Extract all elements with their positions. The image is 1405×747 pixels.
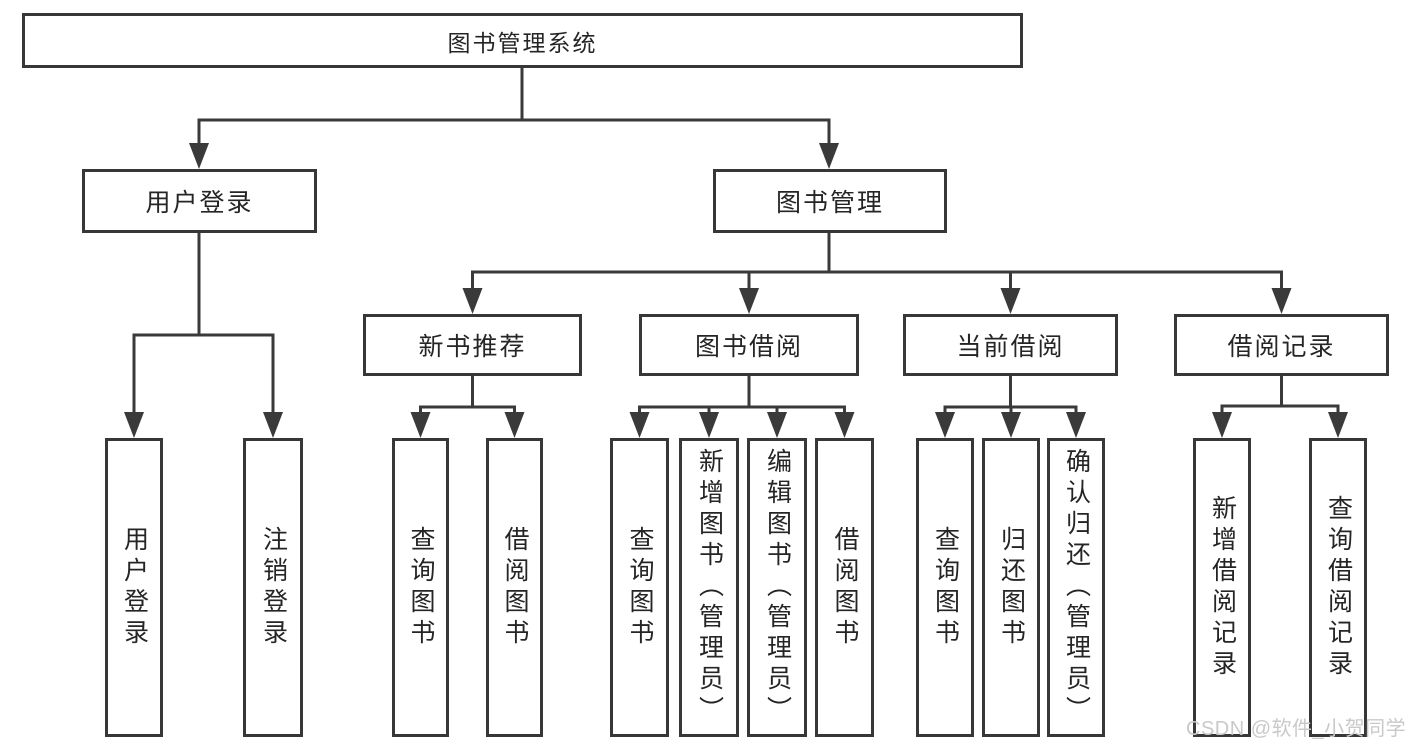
connector-current-to-leaves (943, 376, 1078, 415)
node-new-book-recommend: 新书推荐 (363, 314, 582, 376)
node-current-borrowing: 当前借阅 (903, 314, 1118, 376)
node-root: 图书管理系统 (22, 13, 1023, 68)
connector-records-to-leaves (1220, 376, 1340, 415)
leaf-borrowing-query-books-label: 查询图书 (626, 525, 654, 650)
arrowheads-records-leaves (1212, 412, 1348, 438)
leaf-borrowing-query-books: 查询图书 (610, 438, 669, 737)
watermark: CSDN @软件_小贺同学 (1186, 718, 1405, 740)
leaf-borrowing-add-books-admin-label: 新增图书（管理员） (695, 448, 724, 727)
connector-root-to-level2 (197, 68, 831, 146)
leaf-user-login-label: 用户登录 (120, 525, 149, 650)
node-current-borrowing-label: 当前借阅 (956, 333, 1065, 361)
leaf-records-query-record-label: 查询借阅记录 (1324, 494, 1353, 681)
node-book-borrowing-label: 图书借阅 (694, 333, 803, 361)
node-root-label: 图书管理系统 (447, 29, 598, 56)
leaf-borrowing-borrow-books-label: 借阅图书 (831, 525, 859, 650)
leaf-borrowing-edit-books-admin: 编辑图书（管理员） (747, 438, 807, 737)
leaf-current-return-books: 归还图书 (982, 438, 1040, 737)
leaf-borrowing-edit-books-admin-label: 编辑图书（管理员） (763, 448, 792, 727)
arrowheads-userlogin-leaves (124, 412, 283, 438)
connector-userlogin-to-leaves (132, 233, 275, 414)
node-borrowing-records-label: 借阅记录 (1227, 333, 1336, 361)
leaf-recommend-borrow-books-label: 借阅图书 (501, 525, 529, 650)
node-book-borrowing: 图书借阅 (639, 314, 859, 376)
leaf-user-login: 用户登录 (105, 438, 163, 737)
arrowheads-borrowing-leaves (629, 412, 855, 438)
connector-recommend-to-leaves (419, 376, 516, 415)
leaf-records-add-record: 新增借阅记录 (1193, 438, 1251, 737)
leaf-records-query-record: 查询借阅记录 (1309, 438, 1367, 737)
leaf-current-query-books-label: 查询图书 (931, 525, 960, 650)
node-book-management-label: 图书管理 (775, 189, 884, 217)
leaf-borrowing-add-books-admin: 新增图书（管理员） (679, 438, 739, 737)
leaf-borrowing-borrow-books: 借阅图书 (815, 438, 874, 737)
node-borrowing-records: 借阅记录 (1174, 314, 1389, 376)
leaf-records-add-record-label: 新增借阅记录 (1208, 494, 1237, 681)
arrowheads-recommend-leaves (410, 412, 525, 438)
arrowheads-level3 (462, 288, 1292, 314)
leaf-current-return-books-label: 归还图书 (997, 525, 1026, 650)
node-new-book-recommend-label: 新书推荐 (418, 333, 527, 361)
leaf-recommend-query-books: 查询图书 (392, 438, 449, 737)
arrowheads-level2 (189, 143, 839, 169)
node-user-login-branch: 用户登录 (82, 169, 317, 233)
connector-borrowing-to-leaves (638, 376, 846, 415)
connector-bookmgmt-to-level3 (471, 233, 1283, 291)
leaf-current-query-books: 查询图书 (916, 438, 974, 737)
leaf-recommend-query-books-label: 查询图书 (407, 525, 435, 650)
leaf-current-confirm-return-admin-label: 确认归还（管理员） (1062, 448, 1091, 727)
leaf-recommend-borrow-books: 借阅图书 (486, 438, 543, 737)
arrowheads-current-leaves (935, 412, 1086, 438)
node-user-login-branch-label: 用户登录 (145, 189, 254, 217)
leaf-logout-label: 注销登录 (259, 525, 288, 650)
leaf-current-confirm-return-admin: 确认归还（管理员） (1047, 438, 1105, 737)
node-book-management: 图书管理 (713, 169, 947, 233)
leaf-logout: 注销登录 (243, 438, 303, 737)
